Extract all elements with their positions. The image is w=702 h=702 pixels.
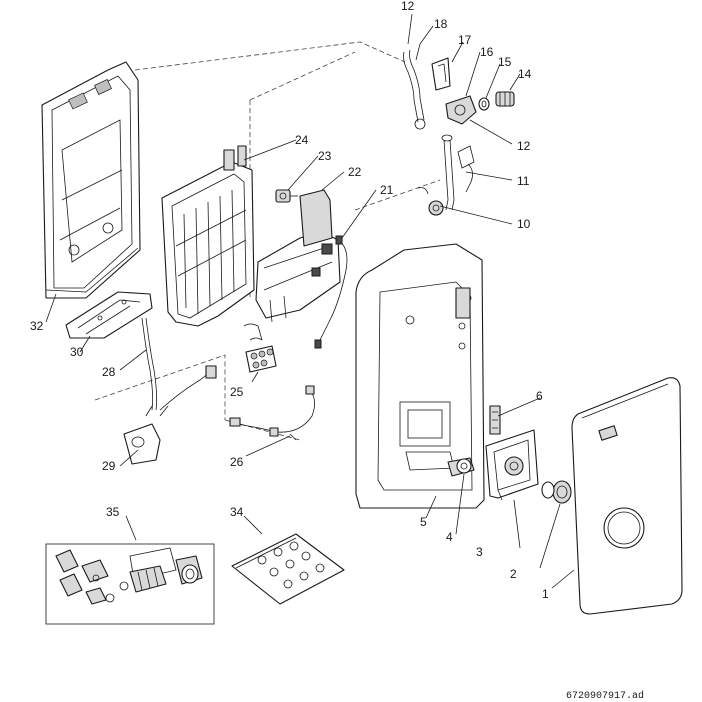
callout-5: 5 bbox=[420, 515, 427, 529]
part-15-ring[interactable] bbox=[478, 97, 490, 111]
callout-34: 34 bbox=[230, 505, 244, 519]
part-10-outlet-pipe[interactable] bbox=[417, 134, 455, 216]
part-22-heating-block[interactable] bbox=[243, 189, 341, 341]
callout-25: 25 bbox=[230, 385, 244, 399]
part-32-back-frame[interactable] bbox=[41, 61, 141, 299]
callout-29: 29 bbox=[102, 459, 116, 473]
callout-18: 18 bbox=[434, 17, 448, 31]
part-30-bottom-bracket[interactable] bbox=[65, 291, 153, 339]
part-28-pipe[interactable] bbox=[141, 317, 217, 411]
part-35-connection-kit[interactable] bbox=[45, 543, 215, 625]
callout-2: 2 bbox=[510, 567, 517, 581]
part-24-chassis[interactable] bbox=[161, 145, 255, 327]
part-25-terminal-block[interactable] bbox=[245, 345, 277, 373]
callout-3: 3 bbox=[476, 545, 483, 559]
callout-4: 4 bbox=[446, 530, 453, 544]
part-26-sensor-wire[interactable] bbox=[229, 385, 315, 441]
callout-16: 16 bbox=[480, 45, 494, 59]
part-16-valve[interactable] bbox=[445, 95, 477, 125]
callout-23: 23 bbox=[318, 149, 332, 163]
callout-12-bottom: 12 bbox=[517, 139, 531, 153]
part-11-sensor[interactable] bbox=[457, 145, 475, 193]
part-14-filter[interactable] bbox=[495, 91, 515, 107]
callout-1: 1 bbox=[542, 587, 549, 601]
callout-30: 30 bbox=[70, 345, 84, 359]
callout-12-top: 12 bbox=[401, 0, 415, 13]
callout-17: 17 bbox=[458, 33, 472, 47]
callout-15: 15 bbox=[498, 55, 512, 69]
callout-14: 14 bbox=[518, 67, 532, 81]
part-1-front-cover[interactable] bbox=[571, 377, 683, 615]
part-3-control-panel[interactable] bbox=[485, 429, 539, 501]
part-2-knob[interactable] bbox=[541, 480, 572, 504]
part-23-fitting[interactable] bbox=[275, 189, 298, 203]
callout-21: 21 bbox=[380, 183, 394, 197]
part-6-clip[interactable] bbox=[489, 405, 501, 435]
callout-22: 22 bbox=[348, 165, 362, 179]
part-4-shaft[interactable] bbox=[447, 457, 475, 477]
callout-28: 28 bbox=[102, 365, 116, 379]
callout-11: 11 bbox=[517, 174, 530, 188]
drawing-reference-code: 6720907917.ad bbox=[566, 690, 644, 702]
callout-labels: 12 18 17 16 15 14 12 11 10 24 23 22 21 2… bbox=[30, 0, 549, 601]
part-34-grommet-bag[interactable] bbox=[231, 533, 345, 605]
part-17-bracket[interactable] bbox=[431, 57, 451, 91]
leader-lines bbox=[45, 13, 575, 589]
part-18-pipe-bend[interactable] bbox=[403, 49, 426, 130]
callout-26: 26 bbox=[230, 455, 244, 469]
callout-32: 32 bbox=[30, 319, 44, 333]
callout-6: 6 bbox=[536, 389, 543, 403]
callout-24: 24 bbox=[295, 133, 309, 147]
callout-35: 35 bbox=[106, 505, 120, 519]
part-29-connection-piece[interactable] bbox=[123, 405, 169, 465]
callout-10: 10 bbox=[517, 217, 531, 231]
part-21-cable[interactable] bbox=[314, 235, 348, 349]
